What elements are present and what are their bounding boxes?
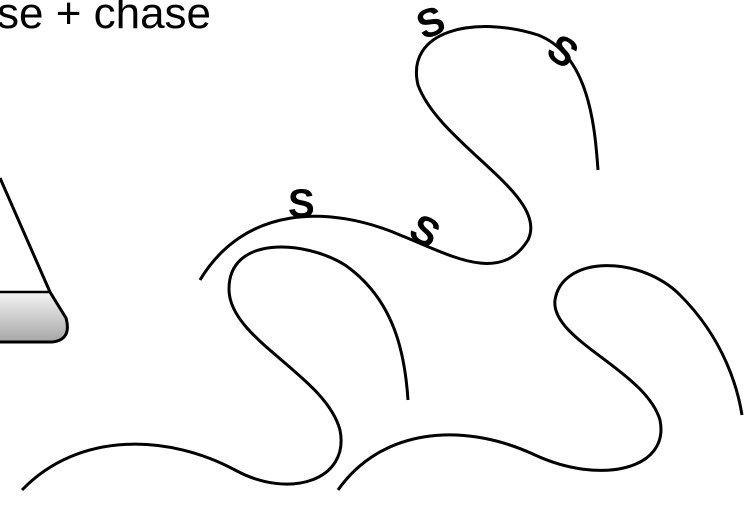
strand-label-s-2: S xyxy=(402,206,447,257)
strand-middle xyxy=(20,245,410,492)
strand-label-s-4: S xyxy=(539,26,586,77)
strand-labeled-lower xyxy=(198,25,600,281)
strand-label-s-1: S xyxy=(288,182,315,226)
flask-liquid xyxy=(0,292,68,342)
strand-label-s-3: S xyxy=(411,0,451,48)
diagram-title: se + chase xyxy=(0,0,212,38)
strand-right xyxy=(336,264,744,491)
flask-outline xyxy=(0,177,69,344)
flask-icon xyxy=(0,177,69,344)
strand-labels: S S S S xyxy=(288,0,586,257)
